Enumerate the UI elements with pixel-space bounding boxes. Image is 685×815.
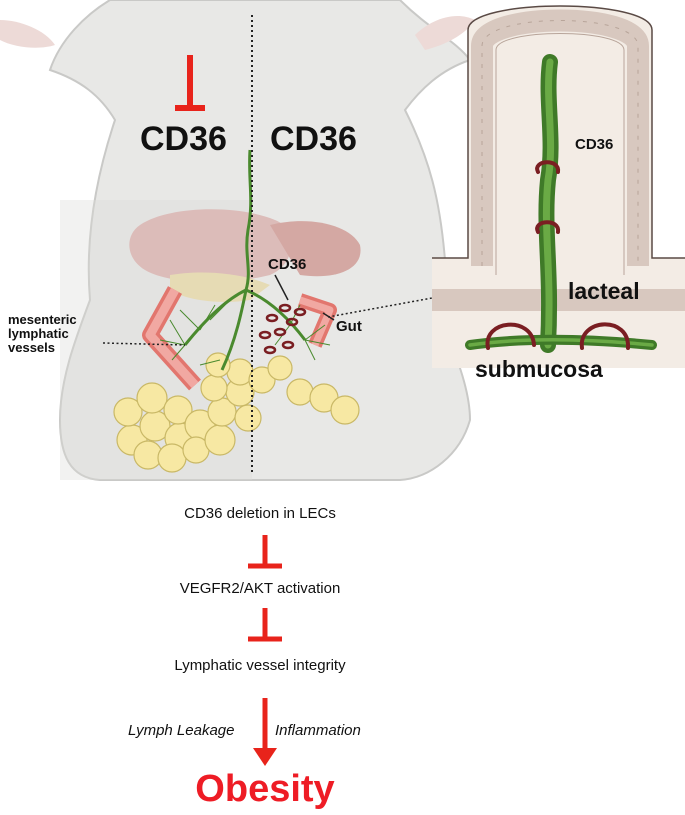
gut-cd36-receptors	[258, 303, 307, 355]
top-inhibit-icon	[175, 55, 205, 111]
left-cd36-label: CD36	[140, 120, 227, 158]
flow-step-1: CD36 deletion in LECs	[184, 505, 336, 522]
villus-inset	[432, 5, 685, 368]
submucosa-label: submucosa	[475, 356, 603, 382]
lymph-leakage-label: Lymph Leakage	[128, 722, 235, 739]
villus-cd36-label: CD36	[575, 136, 614, 153]
flow-step-2: VEGFR2/AKT activation	[179, 580, 341, 597]
flow-step-3: Lymphatic vessel integrity	[174, 657, 346, 674]
lacteal-cd36-receptors	[485, 160, 631, 350]
lymphatic-branches	[159, 299, 331, 366]
leader-lines	[102, 291, 466, 346]
lymphatic-vessels	[183, 149, 307, 371]
inflammation-label: Inflammation	[275, 722, 361, 739]
intestine-left-inner	[145, 287, 199, 389]
obesity-outcome: Obesity	[195, 768, 335, 810]
mesenteric-lymphatic-label: mesenteric lymphatic vessels	[8, 312, 77, 355]
fat-deposits	[113, 352, 360, 473]
intestine-right-inner	[298, 296, 334, 347]
gut-label: Gut	[336, 318, 362, 335]
lacteal-label: lacteal	[568, 278, 640, 304]
gut-cd36-label: CD36	[268, 256, 307, 273]
right-cd36-label: CD36	[270, 120, 357, 158]
organs	[129, 209, 361, 302]
